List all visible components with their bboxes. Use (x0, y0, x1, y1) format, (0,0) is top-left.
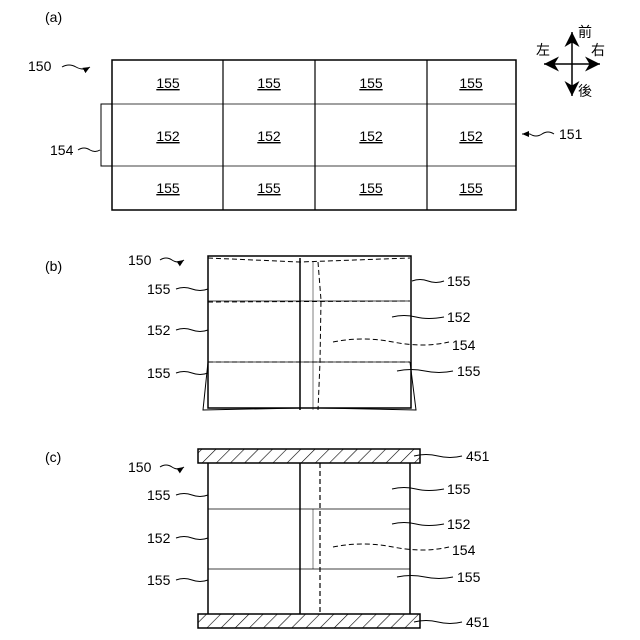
panel-b: (b) 150 155 152 155 155 152 154 155 (45, 252, 481, 410)
compass-back-label: 後 (578, 84, 592, 100)
panel-b-left-middle-leader (176, 329, 208, 332)
panel-c-right-top-leader (392, 488, 444, 491)
panel-b-label: (b) (45, 258, 62, 274)
panel-a-leader-154 (78, 148, 100, 152)
panel-a-label: (a) (45, 9, 62, 25)
panel-c-right-middle-leader (392, 523, 444, 526)
panel-c-right-bottom: 155 (457, 569, 481, 585)
panel-a-ref-154: 154 (50, 142, 74, 158)
panel-c-right-bottom-leader (397, 576, 453, 579)
panel-a-cell-bot-4: 155 (459, 180, 483, 196)
panel-b-right-top-leader (412, 280, 444, 283)
panel-a-cell-top-3: 155 (359, 75, 383, 91)
panel-c-right-plate-top: 451 (466, 448, 490, 464)
panel-c-left-bottom: 155 (147, 572, 171, 588)
panel-a-ref-151: 151 (559, 126, 583, 142)
panel-c-right-side-piece: 154 (452, 542, 476, 558)
panel-a-cell-bot-1: 155 (156, 180, 180, 196)
panel-b-right-bottom-leader (397, 370, 453, 373)
panel-a-side-tab-154 (101, 104, 112, 166)
panel-b-fold-top (208, 258, 410, 262)
panel-c-left-middle: 152 (147, 530, 171, 546)
panel-c-left-top: 155 (147, 487, 171, 503)
panel-a-cell-mid-1: 152 (156, 128, 180, 144)
panel-b-right-side-piece: 154 (452, 337, 476, 353)
panel-c-side-piece-leader (333, 544, 449, 550)
panel-c-left-middle-leader (176, 537, 208, 540)
panel-a: (a) 150 154 151 155 155 155 155 152 152 … (28, 9, 583, 210)
compass-front-label: 前 (578, 24, 592, 41)
panel-b-right-top: 155 (447, 273, 471, 289)
panel-b-body-outline (208, 256, 411, 408)
panel-a-cell-mid-4: 152 (459, 128, 483, 144)
panel-a-cell-top-4: 155 (459, 75, 483, 91)
panel-b-flare-left (203, 362, 300, 410)
panel-b-side-piece-leader (333, 339, 449, 345)
panel-c-right-plate-bottom: 451 (466, 614, 490, 630)
panel-c-plate-bottom (198, 614, 420, 628)
panel-c-left-top-leader (176, 494, 208, 497)
panel-b-left-top: 155 (147, 281, 171, 297)
panel-c-right-top: 155 (447, 481, 471, 497)
compass-right-label: 右 (591, 43, 605, 59)
panel-a-cell-bot-3: 155 (359, 180, 383, 196)
panel-a-leader-150 (62, 65, 90, 69)
panel-b-left-middle: 152 (147, 322, 171, 338)
panel-b-ref-150: 150 (128, 252, 152, 268)
panel-b-flare-right (320, 362, 416, 410)
panel-a-cell-top-2: 155 (257, 75, 281, 91)
panel-a-ref-150: 150 (28, 58, 52, 74)
panel-c-plate-bottom-leader (414, 621, 462, 624)
panel-c-right-middle: 152 (447, 516, 471, 532)
panel-b-left-bottom-leader (176, 372, 208, 375)
panel-a-leader-151 (522, 132, 554, 136)
panel-c-ref-150: 150 (128, 459, 152, 475)
direction-compass: 前 後 左 右 (536, 24, 605, 100)
panel-a-cell-mid-2: 152 (257, 128, 281, 144)
panel-b-left-top-leader (176, 288, 208, 291)
panel-a-cell-mid-3: 152 (359, 128, 383, 144)
panel-b-left-bottom: 155 (147, 365, 171, 381)
panel-b-leader-150 (160, 258, 184, 262)
panel-c-plate-top-leader (414, 455, 462, 458)
panel-a-cell-top-1: 155 (156, 75, 180, 91)
panel-c-plate-top (198, 449, 420, 463)
panel-b-right-middle-leader (392, 316, 444, 319)
panel-c-leader-150 (160, 465, 184, 469)
panel-c-label: (c) (45, 449, 61, 465)
panel-b-right-middle: 152 (447, 309, 471, 325)
panel-b-tab-dashed (318, 262, 321, 410)
panel-a-cell-bot-2: 155 (257, 180, 281, 196)
panel-b-right-bottom: 155 (457, 363, 481, 379)
compass-left-label: 左 (536, 43, 550, 59)
panel-c-left-bottom-leader (176, 579, 208, 582)
panel-c: (c) 150 155 152 155 451 155 152 154 155 … (45, 448, 490, 630)
